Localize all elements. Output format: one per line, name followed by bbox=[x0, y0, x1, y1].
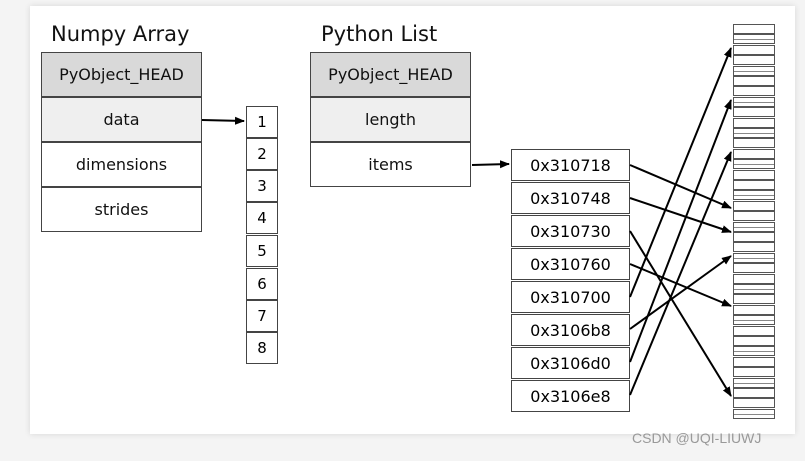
object-header-line bbox=[734, 285, 774, 290]
python-object-block bbox=[733, 221, 775, 232]
python-object-block bbox=[733, 242, 775, 253]
pointer-cell: 0x3106e8 bbox=[511, 380, 630, 412]
data-value-cell: 1 bbox=[246, 106, 278, 138]
python-object-block bbox=[733, 252, 775, 263]
python-object-block bbox=[733, 273, 775, 284]
python-object-block bbox=[733, 180, 775, 190]
object-header-line bbox=[734, 35, 774, 41]
python-object-block bbox=[733, 336, 775, 346]
data-value-cell: 5 bbox=[246, 235, 278, 267]
pointer-cell: 0x3106b8 bbox=[511, 314, 630, 346]
pointer-arrow bbox=[629, 263, 732, 307]
pointer-arrow bbox=[629, 230, 732, 397]
python-object-block bbox=[733, 117, 775, 128]
data-value-cell: 7 bbox=[246, 300, 278, 332]
object-header-line bbox=[734, 223, 774, 228]
pointer-cell: 0x310700 bbox=[511, 281, 630, 313]
python-object-block bbox=[733, 159, 775, 170]
numpy-field-strides: strides bbox=[41, 187, 202, 232]
python-list-title: Python List bbox=[321, 22, 438, 46]
python-object-block bbox=[733, 55, 775, 66]
python-object-block bbox=[733, 346, 775, 357]
object-header-line bbox=[734, 191, 774, 197]
python-object-block bbox=[733, 76, 775, 86]
python-object-block bbox=[733, 377, 775, 388]
list-field-length: length bbox=[310, 97, 471, 142]
python-object-block bbox=[733, 44, 775, 55]
python-object-block bbox=[733, 211, 775, 222]
object-header-line bbox=[734, 67, 774, 72]
python-object-block bbox=[733, 34, 775, 45]
numpy-field-data: data bbox=[41, 97, 202, 142]
python-object-block bbox=[733, 96, 775, 107]
pointer-arrow bbox=[629, 197, 732, 233]
data-value-cell: 2 bbox=[246, 138, 278, 170]
python-object-block bbox=[733, 148, 775, 159]
data-value-cell: 8 bbox=[246, 332, 278, 364]
python-object-block bbox=[733, 356, 775, 367]
object-header-line bbox=[734, 160, 774, 166]
numpy-field-dimensions: dimensions bbox=[41, 142, 202, 187]
pointer-arrow bbox=[629, 255, 732, 330]
python-object-block bbox=[733, 284, 775, 294]
python-object-block bbox=[733, 86, 775, 97]
python-object-block bbox=[733, 65, 775, 76]
python-object-block bbox=[733, 367, 775, 378]
python-object-block bbox=[733, 24, 775, 34]
python-object-block bbox=[733, 408, 775, 419]
list-field-pyobject-head: PyObject_HEAD bbox=[310, 52, 471, 97]
object-header-line bbox=[734, 379, 774, 384]
python-object-block bbox=[733, 128, 775, 138]
python-object-block bbox=[733, 315, 775, 326]
numpy-array-title: Numpy Array bbox=[51, 22, 190, 46]
python-object-block bbox=[733, 304, 775, 315]
items-pointer-arrow bbox=[471, 160, 510, 169]
python-object-block bbox=[733, 169, 775, 180]
python-object-block bbox=[733, 190, 775, 201]
python-object-block bbox=[733, 294, 775, 305]
pointer-arrow bbox=[629, 47, 732, 298]
python-object-block bbox=[733, 107, 775, 118]
pointer-arrow bbox=[629, 99, 732, 363]
numpy-field-pyobject-head: PyObject_HEAD bbox=[41, 52, 202, 97]
object-header-line bbox=[734, 347, 774, 353]
data-value-cell: 4 bbox=[246, 202, 278, 234]
python-object-block bbox=[733, 138, 775, 149]
object-header-line bbox=[734, 129, 774, 134]
data-pointer-arrow bbox=[201, 116, 245, 125]
data-value-cell: 3 bbox=[246, 170, 278, 202]
object-header-line bbox=[734, 98, 774, 103]
python-object-block bbox=[733, 388, 775, 398]
object-header-line bbox=[734, 316, 774, 322]
pointer-cell: 0x310718 bbox=[511, 149, 630, 181]
python-object-block bbox=[733, 232, 775, 242]
pointer-arrow bbox=[629, 164, 732, 209]
pointer-cell: 0x310730 bbox=[511, 215, 630, 247]
pointer-cell: 0x3106d0 bbox=[511, 347, 630, 379]
pointer-arrow bbox=[629, 151, 732, 396]
watermark: CSDN @UQI-LIUWJ bbox=[632, 430, 762, 446]
python-object-block bbox=[733, 263, 775, 274]
object-header-line bbox=[734, 410, 774, 415]
python-object-block bbox=[733, 325, 775, 336]
list-field-items: items bbox=[310, 142, 471, 187]
pointer-cell: 0x310760 bbox=[511, 248, 630, 280]
object-header-line bbox=[734, 254, 774, 259]
data-value-cell: 6 bbox=[246, 268, 278, 300]
python-object-block bbox=[733, 200, 775, 211]
pointer-cell: 0x310748 bbox=[511, 182, 630, 214]
python-object-block bbox=[733, 398, 775, 409]
